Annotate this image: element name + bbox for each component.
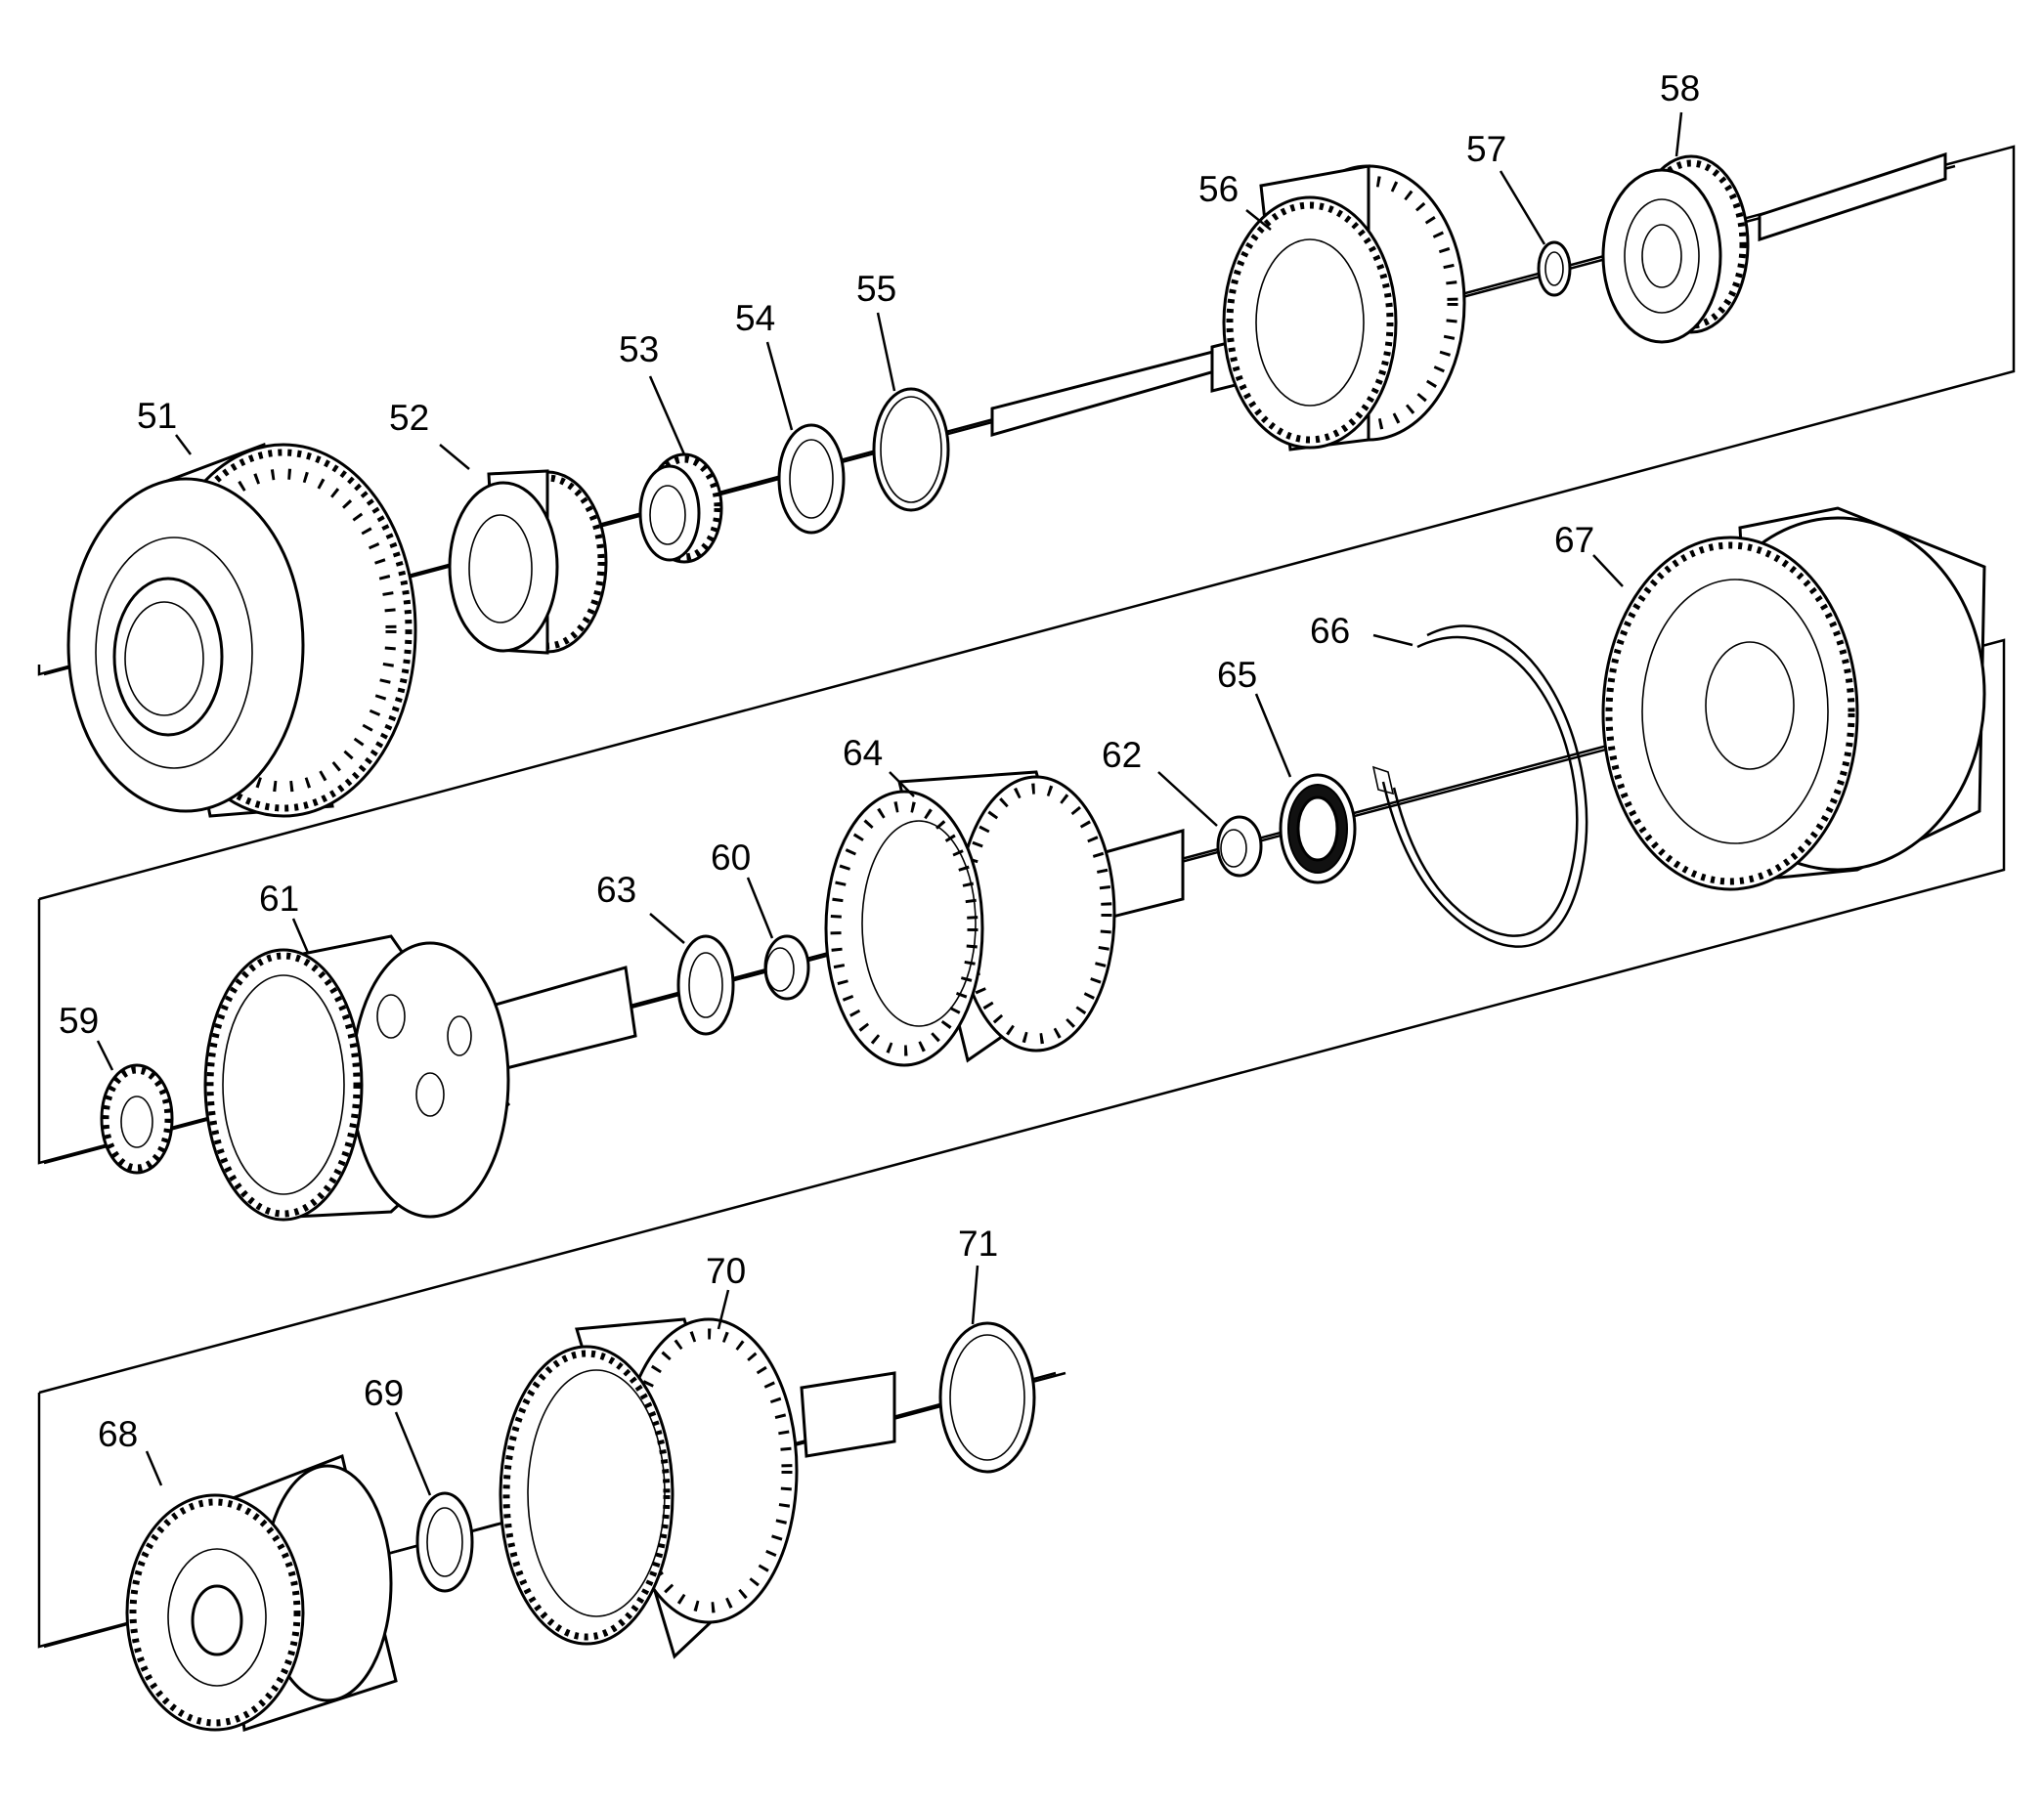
- callout-67: 67: [1554, 520, 1594, 560]
- part-60-bushing: [763, 934, 810, 1001]
- callout-61: 61: [259, 879, 299, 919]
- callout-60: 60: [711, 838, 751, 878]
- part-61-clutch-drum: [203, 934, 637, 1222]
- callout-63: 63: [596, 870, 636, 910]
- part-70-ring-gear-drum: [499, 1317, 896, 1659]
- callout-54: 54: [735, 298, 775, 338]
- part-68-planet-carrier: [125, 1453, 398, 1732]
- callout-51: 51: [137, 396, 177, 436]
- callout-70: 70: [706, 1251, 746, 1291]
- callout-62: 62: [1102, 735, 1142, 775]
- middle-group-frame: [37, 638, 2006, 1395]
- callout-68: 68: [98, 1414, 138, 1454]
- part-56-input-shaft-hub: [990, 164, 1466, 451]
- upper-group-frame: [37, 145, 2016, 901]
- part-58-output-sun-gear: [1601, 151, 1947, 344]
- leader-lines: [96, 111, 1683, 1496]
- callout-65: 65: [1217, 655, 1257, 695]
- part-67-clutch-housing: [1601, 506, 1986, 891]
- part-59-thrust-bearing: [100, 1063, 174, 1175]
- part-71-thrust-washer: [938, 1321, 1036, 1474]
- part-66-retaining-ring: [1371, 624, 1588, 948]
- part-69-thrust-washer: [415, 1491, 474, 1593]
- callout-66: 66: [1310, 611, 1350, 651]
- part-55-snap-ring: [872, 387, 950, 512]
- callout-58: 58: [1660, 68, 1700, 108]
- callout-59: 59: [59, 1001, 99, 1041]
- callout-55: 55: [856, 269, 896, 309]
- callout-57: 57: [1466, 129, 1506, 169]
- part-64-clutch-hub: [824, 770, 1185, 1067]
- part-54-thrust-washer: [777, 423, 846, 535]
- callout-56: 56: [1198, 169, 1239, 209]
- part-53-sun-gear: [638, 452, 723, 564]
- callout-69: 69: [364, 1373, 404, 1413]
- part-51-clutch-housing: [66, 442, 417, 818]
- part-57-thrust-bearing: [1537, 240, 1572, 297]
- part-52-planet-carrier: [448, 469, 608, 655]
- part-63-thrust-washer: [676, 934, 735, 1036]
- callout-71: 71: [958, 1224, 998, 1264]
- callout-53: 53: [619, 329, 659, 369]
- part-62-bushing-ring: [1216, 815, 1263, 878]
- callout-52: 52: [389, 398, 429, 438]
- part-65-seal: [1279, 773, 1357, 884]
- callout-64: 64: [843, 733, 883, 773]
